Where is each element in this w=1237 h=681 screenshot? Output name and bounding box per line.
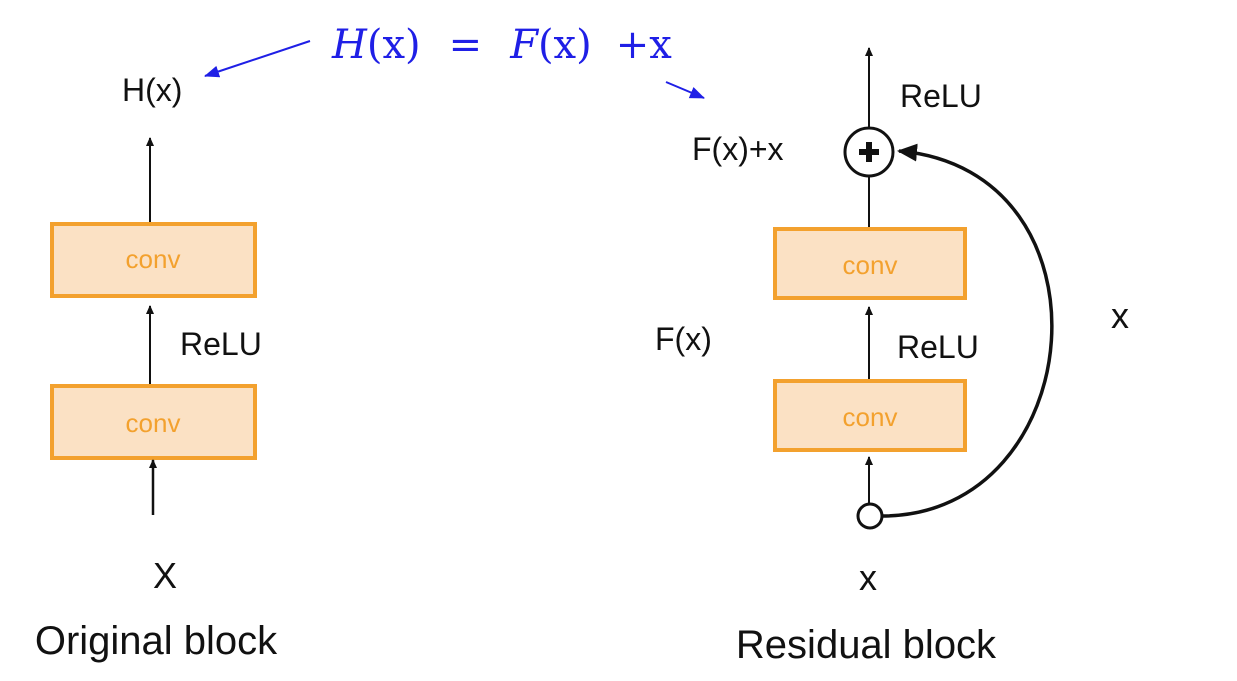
formula-text: H(x)=F(x)+x <box>331 22 672 68</box>
formula-plus: + <box>616 22 650 68</box>
original-input-label: X <box>153 555 177 596</box>
residual-conv-top <box>773 227 967 300</box>
residual-sum-label: F(x)+x <box>692 131 784 167</box>
formula-equals: = <box>449 22 483 68</box>
original-conv-top-label: conv <box>126 244 181 274</box>
original-conv-bottom <box>50 384 257 460</box>
residual-output-relu-label: ReLU <box>900 78 982 114</box>
formula-lhs-func: H <box>331 22 368 68</box>
sum-node <box>843 126 895 178</box>
plus-icon-v <box>866 142 872 162</box>
formula-rhs-x: x <box>649 22 672 68</box>
residual-relu-label: ReLU <box>897 329 979 365</box>
residual-function-label: F(x) <box>655 321 712 357</box>
residual-input-label: x <box>859 557 877 598</box>
residual-caption: Residual block <box>736 623 997 667</box>
original-conv-bottom-label: conv <box>126 408 181 438</box>
annotation-arrow-right <box>665 81 705 99</box>
annotation-arrow-left <box>204 40 311 78</box>
formula-rhs-arg: (x) <box>538 22 592 68</box>
formula-rhs-func: F <box>509 22 539 68</box>
formula-lhs-arg: (x) <box>367 22 421 68</box>
residual-block: ReLU F(x)+x conv F(x) ReLU conv x x Resi <box>655 47 1129 667</box>
original-block: H(x) conv ReLU conv X Original block <box>35 72 278 663</box>
original-output-label: H(x) <box>122 72 182 108</box>
formula: H(x)=F(x)+x <box>331 22 672 68</box>
residual-conv-bottom-label: conv <box>843 402 898 432</box>
input-node <box>856 502 884 530</box>
residual-conv-bottom <box>773 379 967 452</box>
original-conv-top <box>50 222 257 298</box>
skip-connection-arrow <box>881 143 1054 518</box>
residual-conv-top-label: conv <box>843 250 898 280</box>
skip-connection-label: x <box>1111 295 1129 336</box>
original-caption: Original block <box>35 619 278 663</box>
original-relu-label: ReLU <box>180 326 262 362</box>
